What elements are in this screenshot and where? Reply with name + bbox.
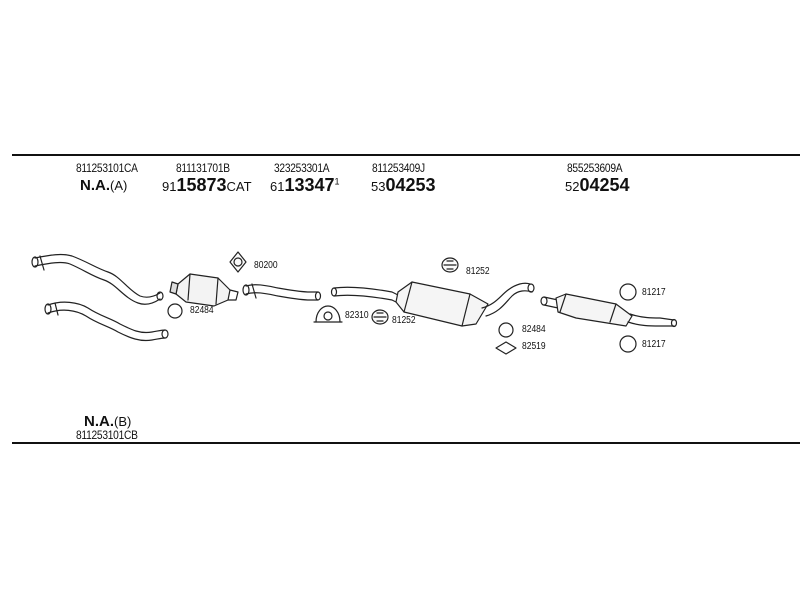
center-muffler <box>330 281 535 327</box>
front-pipe-lower <box>44 301 169 342</box>
part-main-col5: 04254 <box>579 175 630 195</box>
part-suffix-col2: CAT <box>226 179 252 194</box>
original-number-col3: 323253301A <box>274 161 330 175</box>
part-prefix-col5: 52 <box>565 179 580 194</box>
hanger-81252-top <box>441 257 459 273</box>
na-label-b-suffix: (B) <box>114 414 132 429</box>
part-number-col3: 61133471 <box>270 176 340 195</box>
rubber-ring-81217-bottom <box>619 335 637 353</box>
tag-81252-middle: 81252 <box>392 315 416 326</box>
part-prefix-col4: 53 <box>371 179 386 194</box>
clamp-82310 <box>313 305 343 323</box>
na-label-b-text: N.A. <box>84 413 114 430</box>
gasket-82519 <box>495 341 517 355</box>
tag-82519: 82519 <box>522 341 546 352</box>
part-prefix-col2: 91 <box>162 179 177 194</box>
part-main-col4: 04253 <box>385 175 436 195</box>
tag-81217-bottom: 81217 <box>642 339 666 350</box>
na-label-a-text: N.A. <box>80 177 110 194</box>
part-main-col3: 13347 <box>284 175 335 195</box>
hanger-81252-middle <box>371 309 389 325</box>
part-main-col2: 15873 <box>176 175 227 195</box>
original-number-col1: 811253101CA <box>76 161 138 175</box>
part-number-col5: 5204254 <box>565 176 630 195</box>
flange-gasket-80200 <box>229 251 247 273</box>
part-sup-col3: 1 <box>334 176 340 187</box>
na-label-a: N.A.(A) <box>80 178 127 193</box>
tag-80200: 80200 <box>254 260 278 271</box>
rear-muffler <box>540 293 678 328</box>
na-label-a-suffix: (A) <box>110 178 128 193</box>
original-number-col5: 855253609A <box>567 161 623 175</box>
intermediate-pipe <box>242 283 322 301</box>
bottom-divider <box>12 442 800 444</box>
part-prefix-col3: 61 <box>270 179 285 194</box>
rubber-ring-81217-top <box>619 283 637 301</box>
original-number-col4: 811253409J <box>372 161 425 175</box>
na-label-b: N.A.(B) <box>84 414 131 429</box>
seal-ring-82484-left <box>167 303 183 319</box>
original-number-col2: 811131701B <box>176 161 230 175</box>
tag-82310: 82310 <box>345 310 369 321</box>
original-number-na-b: 811253101CB <box>76 428 138 442</box>
part-number-col4: 5304253 <box>371 176 436 195</box>
seal-ring-82484-right <box>498 322 514 338</box>
front-pipe-upper <box>31 253 164 305</box>
tag-81217-top: 81217 <box>642 287 666 298</box>
top-divider <box>12 154 800 156</box>
catalytic-converter <box>169 273 239 307</box>
part-number-col2: 9115873CAT <box>162 176 252 195</box>
tag-82484-left: 82484 <box>190 305 214 316</box>
tag-82484-right: 82484 <box>522 324 546 335</box>
tag-81252-top: 81252 <box>466 266 490 277</box>
